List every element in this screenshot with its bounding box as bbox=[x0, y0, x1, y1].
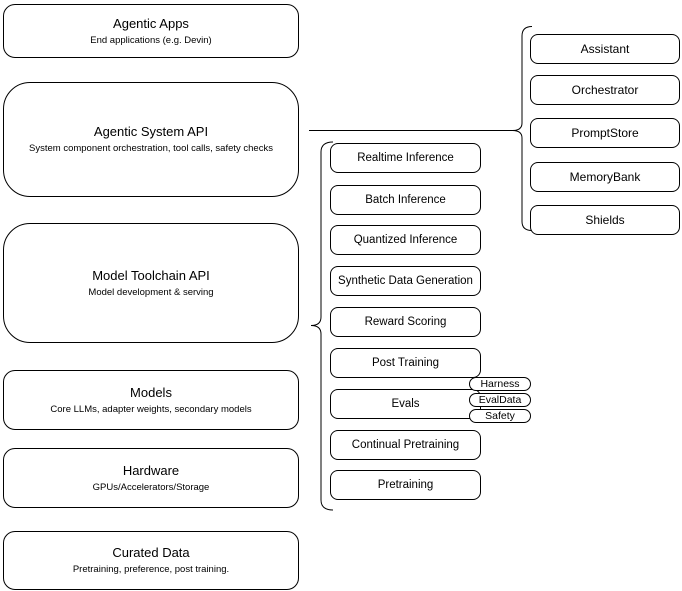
node-title: Hardware bbox=[122, 462, 180, 478]
node-model-toolchain-api: Model Toolchain API Model development & … bbox=[3, 223, 299, 343]
toolchain-node-realtime-inference: Realtime Inference bbox=[330, 143, 481, 173]
system-node-orchestrator: Orchestrator bbox=[530, 75, 680, 105]
evals-tag-harness: Harness bbox=[469, 377, 531, 391]
toolchain-node-quantized-inference: Quantized Inference bbox=[330, 225, 481, 255]
system-node-shields: Shields bbox=[530, 205, 680, 235]
node-subtitle: Pretraining, preference, post training. bbox=[72, 564, 230, 575]
node-title: Agentic Apps bbox=[113, 15, 189, 31]
node-subtitle: GPUs/Accelerators/Storage bbox=[92, 481, 210, 493]
node-subtitle: Core LLMs, adapter weights, secondary mo… bbox=[50, 403, 252, 415]
system-node-promptstore: PromptStore bbox=[530, 118, 680, 148]
toolchain-node-reward-scoring: Reward Scoring bbox=[330, 307, 481, 337]
evals-tag-evaldata: EvalData bbox=[469, 393, 531, 407]
toolchain-node-batch-inference: Batch Inference bbox=[330, 185, 481, 215]
toolchain-node-post-training: Post Training bbox=[330, 348, 481, 378]
toolchain-node-continual-pretraining: Continual Pretraining bbox=[330, 430, 481, 460]
system-node-assistant: Assistant bbox=[530, 34, 680, 64]
node-subtitle: End applications (e.g. Devin) bbox=[90, 34, 212, 46]
node-hardware: Hardware GPUs/Accelerators/Storage bbox=[3, 448, 299, 508]
node-agentic-system-api: Agentic System API System component orch… bbox=[3, 82, 299, 197]
system-node-memorybank: MemoryBank bbox=[530, 162, 680, 192]
node-subtitle: Model development & serving bbox=[88, 286, 214, 298]
node-curated-data: Curated Data Pretraining, preference, po… bbox=[3, 531, 299, 590]
node-subtitle: System component orchestration, tool cal… bbox=[29, 143, 273, 154]
node-title: Models bbox=[130, 384, 172, 400]
node-title: Curated Data bbox=[112, 545, 190, 560]
node-title: Model Toolchain API bbox=[92, 267, 210, 283]
node-agentic-apps: Agentic Apps End applications (e.g. Devi… bbox=[3, 4, 299, 58]
node-models: Models Core LLMs, adapter weights, secon… bbox=[3, 370, 299, 430]
node-title: Agentic System API bbox=[93, 124, 209, 139]
evals-tag-safety: Safety bbox=[469, 409, 531, 423]
toolchain-node-evals: Evals bbox=[330, 389, 481, 419]
toolchain-node-pretraining: Pretraining bbox=[330, 470, 481, 500]
toolchain-node-synthetic-data-generation: Synthetic Data Generation bbox=[330, 266, 481, 296]
